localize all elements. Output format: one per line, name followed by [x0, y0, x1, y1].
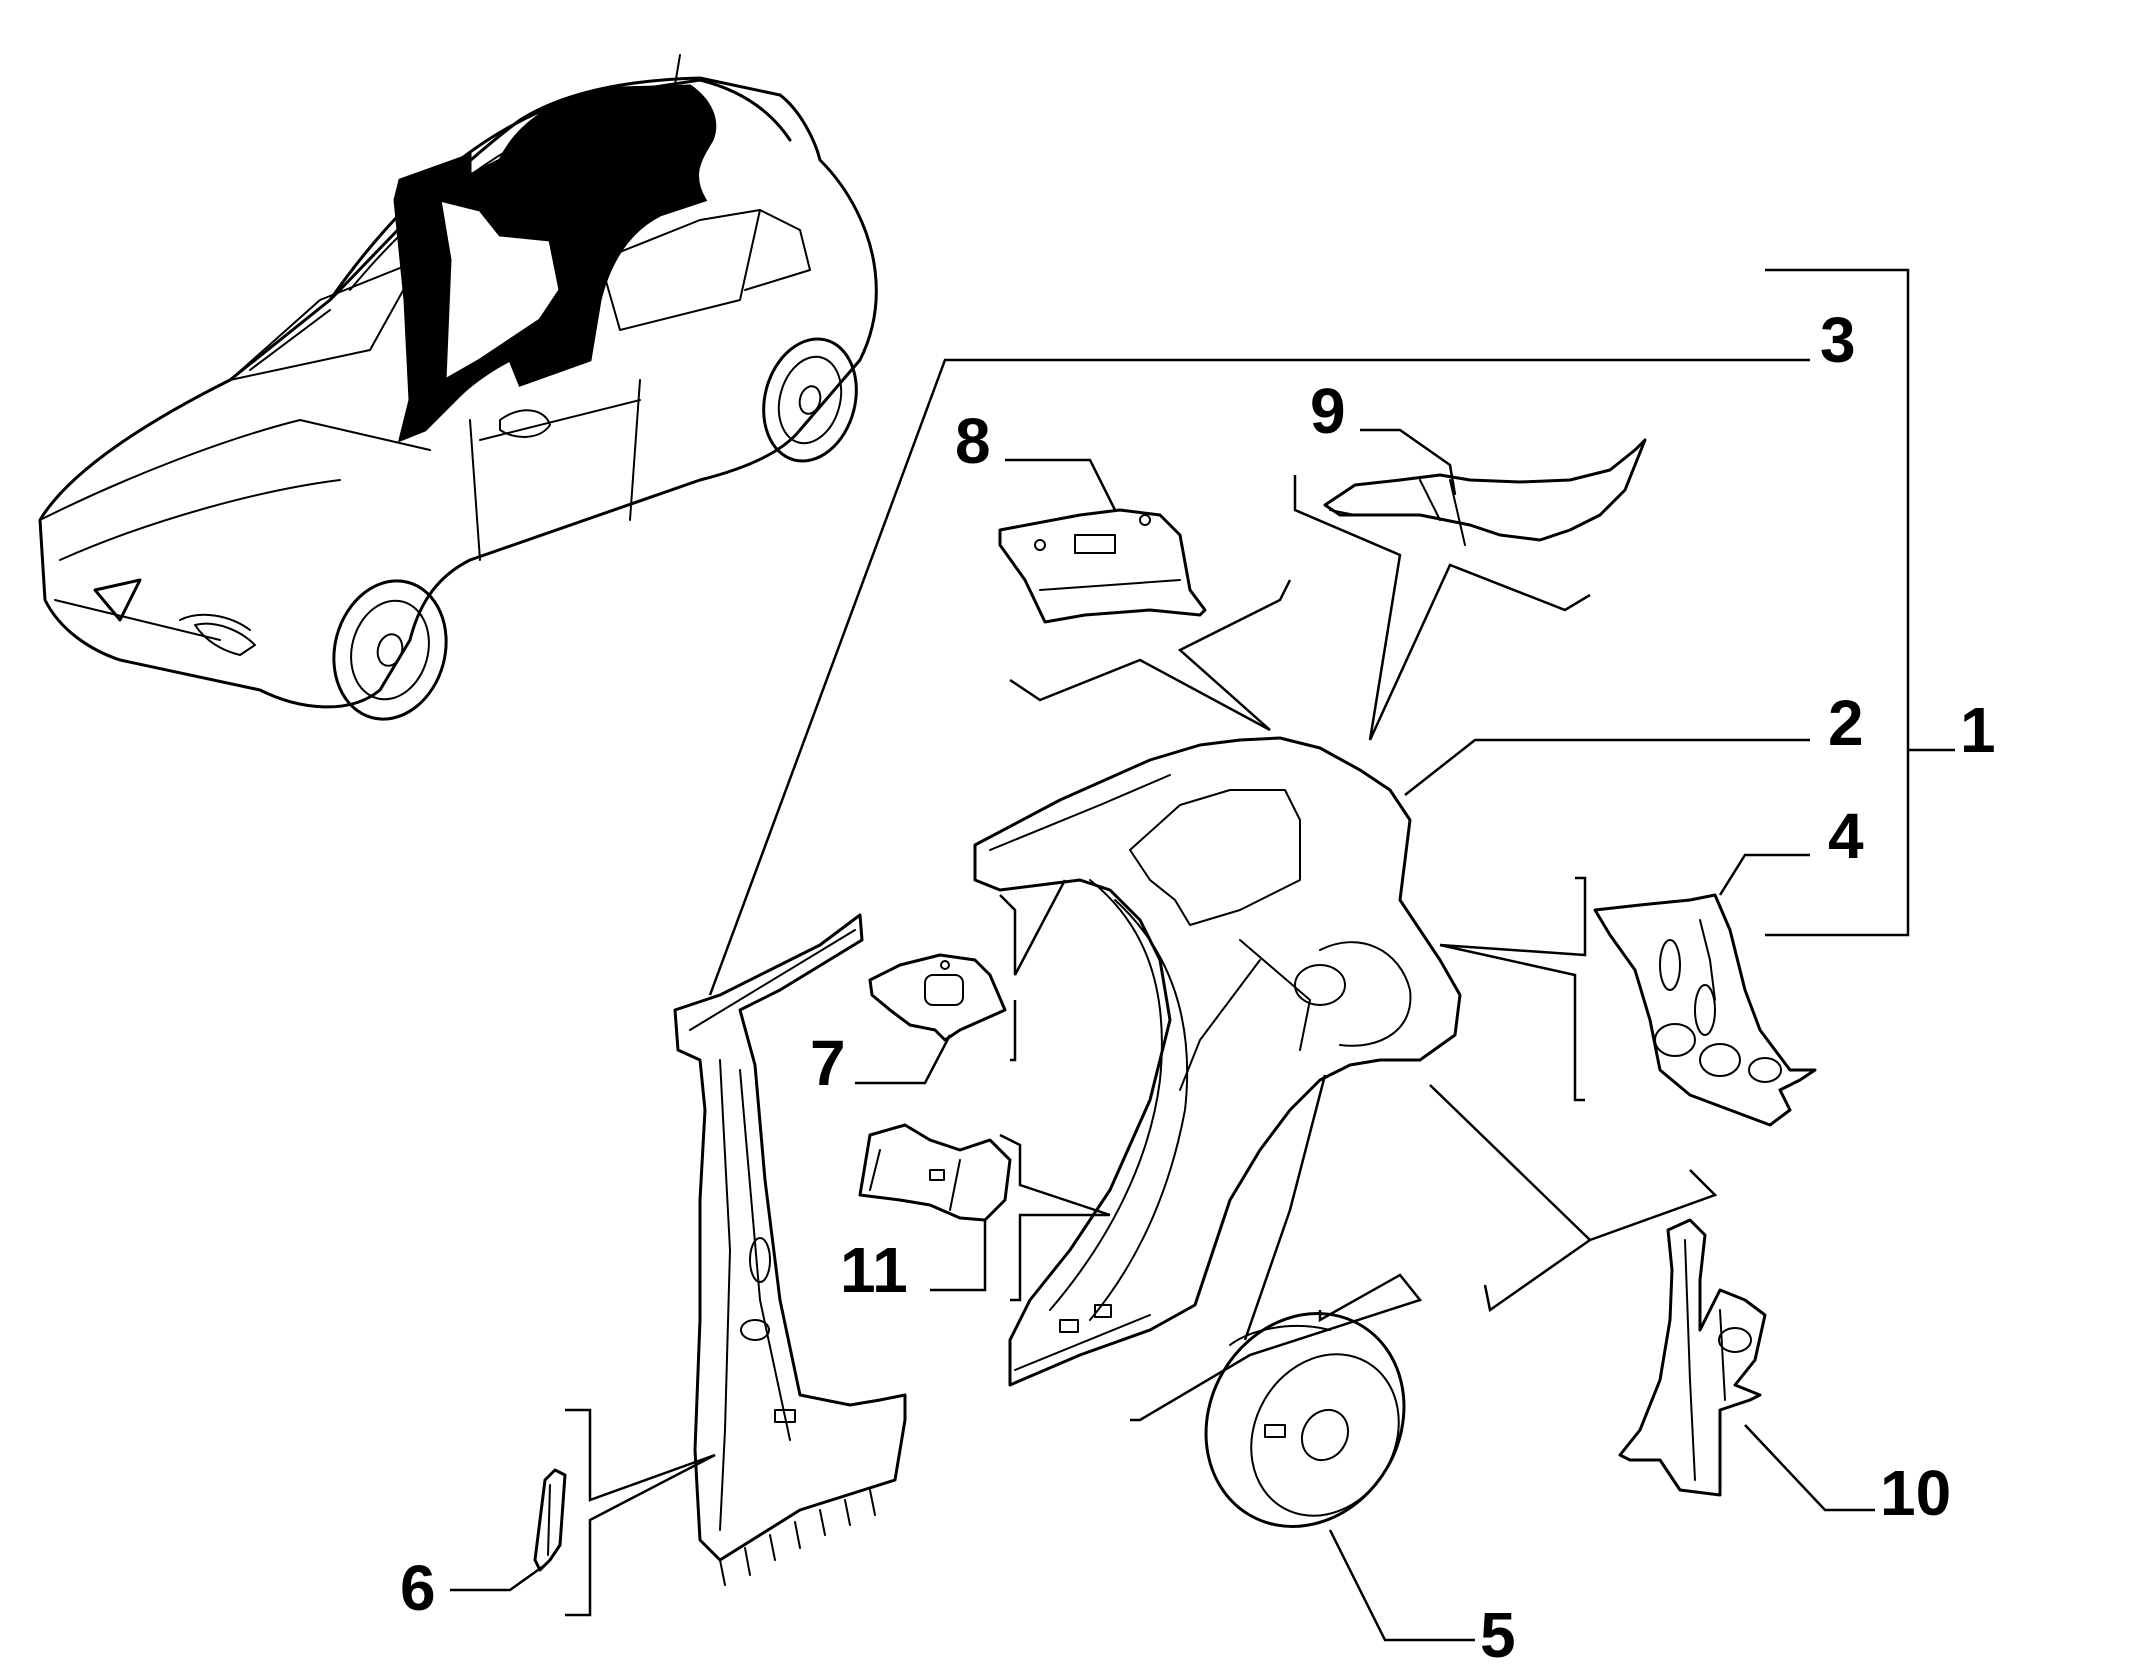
part-9-rear-rail — [1323, 438, 1647, 546]
leader-lines — [450, 358, 1875, 1642]
callout-1: 1 — [1960, 694, 1996, 766]
assembly-bracket — [1765, 268, 1955, 937]
part-3-b-pillar — [673, 913, 907, 1586]
part-8-bracket — [998, 508, 1207, 624]
part-4-inner-wheelhouse — [1593, 893, 1817, 1127]
part-11-bracket — [858, 1123, 1012, 1222]
part-6-plate — [533, 1468, 567, 1572]
part-7-bracket — [868, 953, 1007, 1042]
callout-2: 2 — [1828, 687, 1864, 759]
callout-8: 8 — [955, 405, 991, 477]
car-illustration — [38, 54, 878, 721]
callout-7: 7 — [810, 1027, 846, 1099]
callout-5: 5 — [1480, 1599, 1516, 1671]
callout-4: 4 — [1828, 800, 1864, 872]
part-5-spare-wheel-well — [1204, 1312, 1406, 1528]
callout-11: 11 — [840, 1234, 908, 1306]
callout-labels: 1 2 3 4 5 6 7 8 9 10 11 — [400, 304, 1996, 1671]
callout-10: 10 — [1880, 1457, 1951, 1529]
part-2-quarter-panel — [973, 736, 1462, 1387]
part-10-rear-pillar — [1618, 1218, 1767, 1497]
callout-3: 3 — [1820, 304, 1856, 376]
callout-9: 9 — [1310, 375, 1346, 447]
highlighted-side-frame — [393, 84, 717, 443]
callout-6: 6 — [400, 1552, 436, 1624]
